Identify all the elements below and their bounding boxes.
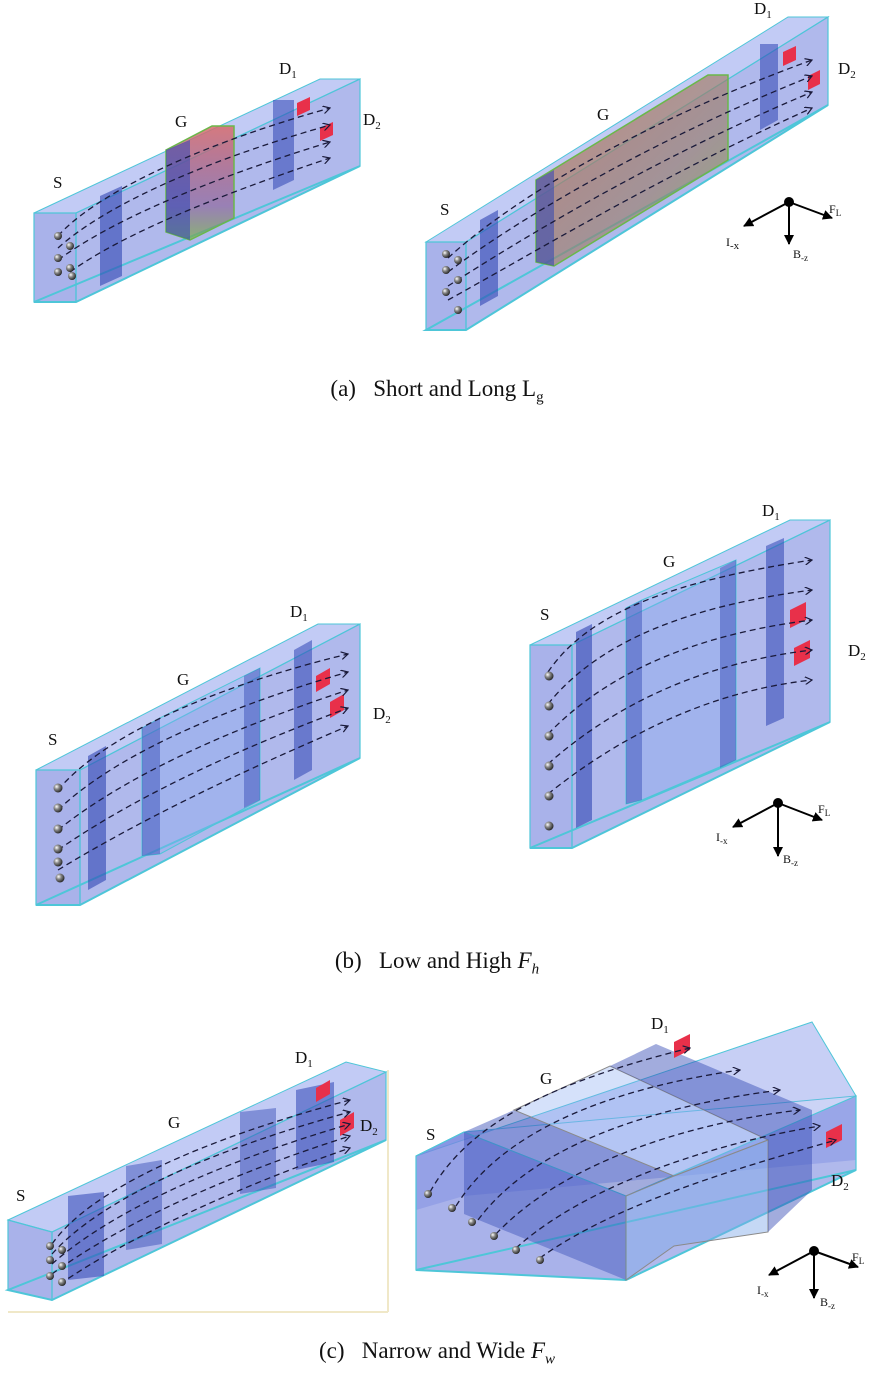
caption-a-text: Short and Long L — [373, 376, 537, 401]
source-region — [464, 1110, 674, 1196]
gate-edge-right — [240, 1108, 276, 1194]
detector-d1 — [316, 1080, 330, 1102]
label-drain1: D1 — [762, 501, 780, 523]
axis-triad: I-x B-z FL — [757, 1246, 864, 1311]
gate-region — [126, 1160, 162, 1250]
axis-force-label: FL — [818, 802, 830, 818]
label-gate: G — [540, 1069, 552, 1088]
gate-edge-right — [244, 668, 260, 808]
caption-a-sub: g — [536, 389, 544, 406]
caption-c-sub: w — [545, 1351, 556, 1368]
device-a-long — [422, 15, 830, 332]
drain-region — [294, 640, 312, 780]
label-source: S — [540, 605, 549, 624]
axis-current-label: I-x — [757, 1283, 769, 1299]
gate-edge-left — [626, 600, 642, 804]
caption-c: (c) Narrow and Wide Fw — [0, 1338, 874, 1369]
label-gate: G — [175, 112, 187, 131]
axis-force-label: FL — [829, 202, 841, 218]
label-source: S — [440, 200, 449, 219]
axis-field-label: B-z — [793, 247, 808, 263]
detector-d1 — [297, 97, 310, 116]
caption-b-symbol: F — [517, 948, 532, 973]
axis-force-label: FL — [852, 1250, 864, 1266]
caption-c-symbol: F — [530, 1338, 545, 1363]
label-gate: G — [177, 670, 189, 689]
axis-triad: I-x B-z FL — [716, 798, 830, 868]
gate-region — [625, 559, 737, 805]
label-drain1: D1 — [754, 0, 772, 21]
source-region — [68, 1192, 104, 1280]
label-drain1: D1 — [279, 59, 297, 81]
label-drain2: D2 — [848, 641, 866, 663]
gate-region — [535, 74, 729, 267]
detector-d1 — [674, 1034, 690, 1058]
label-source: S — [426, 1125, 435, 1144]
label-drain2: D2 — [838, 59, 856, 81]
label-source: S — [16, 1186, 25, 1205]
drain-region — [296, 1082, 334, 1170]
axis-current-label: I-x — [726, 235, 740, 252]
device-a-short — [33, 78, 361, 303]
axis-triad: I-x B-z FL — [726, 197, 841, 263]
caption-a: (a) Short and Long Lg — [0, 376, 874, 407]
device-bottom-edge — [4, 1139, 387, 1302]
axis-field-label: B-z — [783, 852, 798, 868]
source-region — [88, 746, 106, 890]
source-region-face — [464, 1132, 626, 1280]
caption-c-prefix: (c) — [318, 1338, 345, 1363]
label-drain2: D2 — [363, 110, 381, 132]
device-bottom-edge — [35, 757, 361, 906]
gate-face — [625, 1139, 769, 1281]
gate-edge-left — [142, 718, 160, 856]
detector-d1 — [783, 46, 796, 66]
label-drain1: D1 — [651, 1014, 669, 1036]
label-source: S — [48, 730, 57, 749]
gate-inner — [166, 140, 190, 240]
caption-a-prefix: (a) — [330, 376, 356, 401]
source-region — [480, 210, 498, 306]
axis-current-label: I-x — [716, 830, 728, 846]
label-drain1: D1 — [295, 1048, 313, 1070]
source-region — [100, 186, 122, 286]
caption-b-text: Low and High — [378, 948, 512, 973]
label-source: S — [53, 173, 62, 192]
source-region — [576, 624, 592, 828]
device-b-high — [529, 519, 831, 849]
drain-face — [768, 1110, 812, 1232]
caption-b-sub: h — [531, 961, 540, 978]
caption-b: (b) Low and High Fh — [0, 948, 874, 979]
gate-edge-right — [720, 560, 736, 768]
detector-d1 — [316, 668, 330, 692]
label-drain2: D2 — [360, 1116, 378, 1138]
device-bottom-edge — [415, 1169, 857, 1282]
axis-field-label: B-z — [820, 1295, 835, 1311]
drain-region — [273, 100, 294, 190]
label-gate: G — [168, 1113, 180, 1132]
label-gate: G — [663, 552, 675, 571]
device-c-narrow — [4, 1061, 388, 1302]
device-b-low — [35, 623, 361, 906]
drain-region — [760, 44, 778, 130]
gate-inner — [536, 170, 554, 266]
caption-b-prefix: (b) — [334, 948, 362, 973]
label-drain2: D2 — [831, 1171, 849, 1193]
label-drain1: D1 — [290, 602, 308, 624]
label-gate: G — [597, 105, 609, 124]
device-c-wide — [415, 1021, 857, 1282]
caption-c-text: Narrow and Wide — [361, 1338, 526, 1363]
drain-region — [766, 538, 784, 726]
label-drain2: D2 — [373, 704, 391, 726]
device-bottom-edge — [529, 721, 831, 849]
